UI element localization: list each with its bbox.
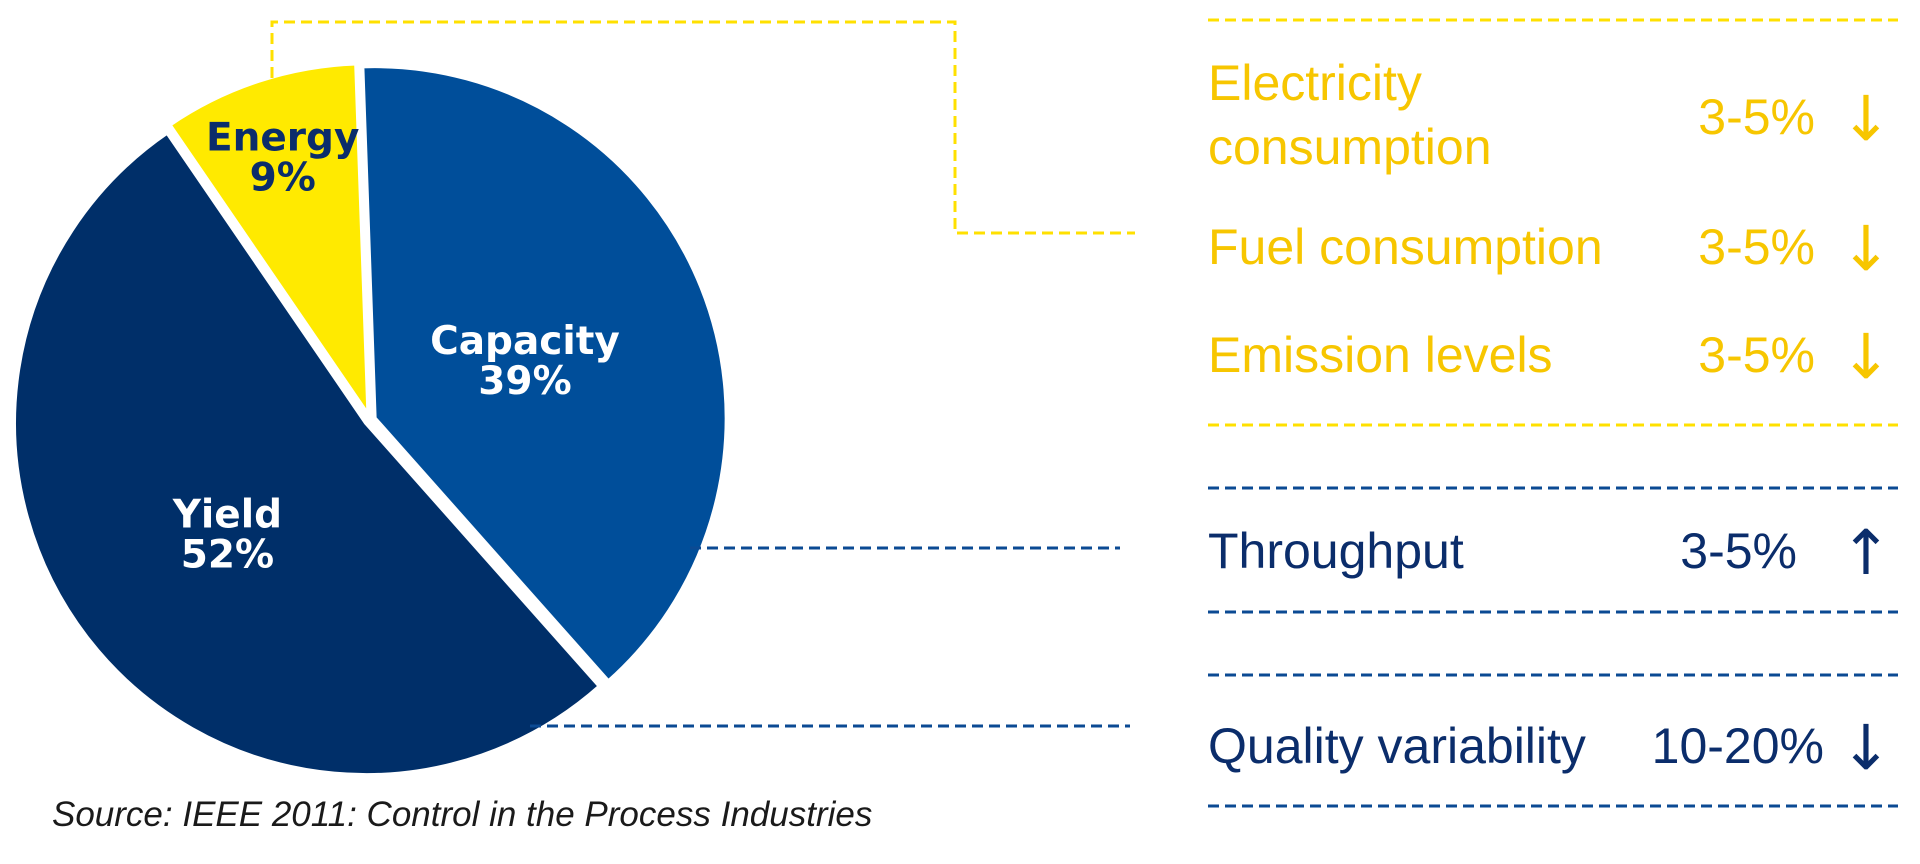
impact-row: Throughput 3-5% ↑ xyxy=(1208,516,1892,589)
impact-label: Throughput xyxy=(1208,523,1464,579)
slice-value-energy: 9% xyxy=(250,155,316,200)
impact-range: 3-5% xyxy=(1698,219,1815,275)
slice-label-energy: Energy xyxy=(206,115,359,160)
arrow-down-icon: ↓ xyxy=(1840,82,1892,155)
pie-slice-yield xyxy=(12,130,602,778)
arrow-down-icon: ↓ xyxy=(1840,320,1892,393)
connector-energy xyxy=(270,20,1135,235)
arrow-down-icon: ↓ xyxy=(1840,212,1892,285)
arrow-up-icon: ↑ xyxy=(1840,516,1892,589)
impact-label: Quality variability xyxy=(1208,718,1586,774)
impact-label: consumption xyxy=(1208,119,1492,175)
impact-label: Fuel consumption xyxy=(1208,219,1603,275)
impact-row: Quality variability 10-20% ↓ xyxy=(1208,711,1892,784)
impact-label: Emission levels xyxy=(1208,327,1553,383)
source-note: Source: IEEE 2011: Control in the Proces… xyxy=(52,795,873,834)
connector-lines xyxy=(270,18,1898,808)
impact-range: 10-20% xyxy=(1652,718,1824,774)
impact-row: Fuel consumption 3-5% ↓ xyxy=(1208,212,1892,285)
impact-range: 3-5% xyxy=(1698,89,1815,145)
slice-value-capacity: 39% xyxy=(478,359,571,404)
slice-label-capacity: Capacity xyxy=(430,319,620,364)
slice-label-yield: Yield xyxy=(172,492,282,537)
slice-value-yield: 52% xyxy=(181,532,274,577)
impact-row: Emission levels 3-5% ↓ xyxy=(1208,320,1892,393)
impact-label: Electricity xyxy=(1208,55,1422,111)
impact-range: 3-5% xyxy=(1680,523,1797,579)
impact-row: Electricity consumption 3-5% ↓ xyxy=(1208,55,1892,175)
impact-range: 3-5% xyxy=(1698,327,1815,383)
pie-slice-capacity xyxy=(360,64,729,684)
arrow-down-icon: ↓ xyxy=(1840,711,1892,784)
pie-slice-energy xyxy=(167,61,371,418)
